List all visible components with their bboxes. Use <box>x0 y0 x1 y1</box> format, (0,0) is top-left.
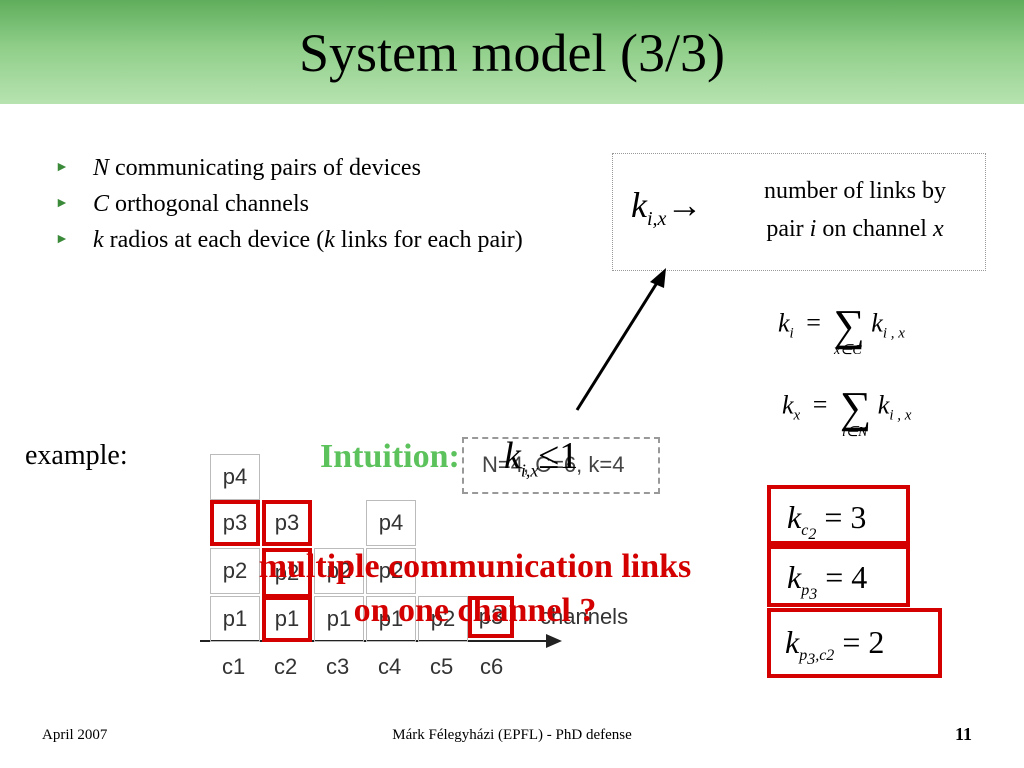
grid-cell: p2 <box>418 596 468 642</box>
example-box-kp3c2: kp3,c2 = 2 <box>767 608 942 678</box>
grid-cell: p4 <box>366 500 416 546</box>
grid-cell-highlighted: p3 <box>262 500 312 546</box>
grid-cell: p1 <box>366 596 416 642</box>
sum-formula-ki: ki = ∑ ki , x <box>778 301 905 350</box>
title-bar <box>0 0 1024 104</box>
definition-text: number of links by pair i on channel x <box>764 178 946 242</box>
grid-cell: p2 <box>366 548 416 594</box>
bullet-arrow-icon: ► <box>55 232 69 247</box>
definition-symbol: ki,x→ <box>631 185 703 231</box>
bullet-item: ► k radios at each device (k links for e… <box>55 222 535 258</box>
channel-label: c4 <box>378 654 402 679</box>
sum-limit-n: i∈N <box>842 425 868 440</box>
slide-title: System model (3/3) <box>299 23 725 83</box>
bullet-var: k <box>93 227 104 253</box>
bullet-text: communicating pairs of devices <box>109 155 421 181</box>
params-box <box>462 437 660 494</box>
channel-label: c1 <box>222 654 246 679</box>
grid-cell-highlighted: p3 <box>468 596 514 638</box>
channel-label: c6 <box>480 654 504 679</box>
intuition-label: Intuition: <box>320 438 460 475</box>
channel-label: c2 <box>274 654 298 679</box>
definition-box: ki,x→ number of links by pair i on chann… <box>612 153 986 271</box>
right-arrow-icon: → <box>666 185 703 225</box>
grid-cell-highlighted: p1 <box>262 596 312 642</box>
channel-label: c5 <box>430 654 454 679</box>
bullet-item: ► C orthogonal channels <box>55 186 535 222</box>
channels-axis-label: channels <box>540 604 629 629</box>
bullet-text: radios at each device ( <box>103 227 325 253</box>
page-number: 11 <box>954 724 972 744</box>
grid-cell: p4 <box>210 454 260 500</box>
bullet-item: ► N communicating pairs of devices <box>55 150 535 186</box>
grid-cell: p1 <box>314 596 364 642</box>
footer-date: April 2007 <box>42 727 108 743</box>
sum-formula-kx: kx = ∑ ki , x <box>782 383 912 432</box>
bullet-list: ► N communicating pairs of devices ► C o… <box>55 150 535 258</box>
grid-cell: p2 <box>314 548 364 594</box>
footer-author: Márk Félegyházi (EPFL) - PhD defense <box>392 727 632 743</box>
example-box-kc2: kc2 = 3 <box>767 485 910 545</box>
sum-limit-c: x∈C <box>834 343 862 358</box>
question-text: multiple communication links on one chan… <box>258 548 692 629</box>
example-label: example: <box>25 440 128 471</box>
example-box-kp3: kp3 = 4 <box>767 545 910 607</box>
bullet-text: links for each pair) <box>334 227 523 253</box>
bullet-var: C <box>93 191 110 217</box>
channel-label: c3 <box>326 654 350 679</box>
bullet-var: k <box>324 227 335 253</box>
bullet-arrow-icon: ► <box>55 196 69 211</box>
bullet-var: N <box>93 155 110 181</box>
bullet-arrow-icon: ► <box>55 160 69 175</box>
bullet-text: orthogonal channels <box>109 191 309 217</box>
intuition-formula: ki,x≤1 <box>504 435 579 481</box>
params-text: N=4, C=6, k=4 <box>482 452 625 477</box>
grid-cell: p1 <box>210 596 260 642</box>
grid-cell: p2 <box>210 548 260 594</box>
grid-cell-highlighted: p3 <box>210 500 260 546</box>
